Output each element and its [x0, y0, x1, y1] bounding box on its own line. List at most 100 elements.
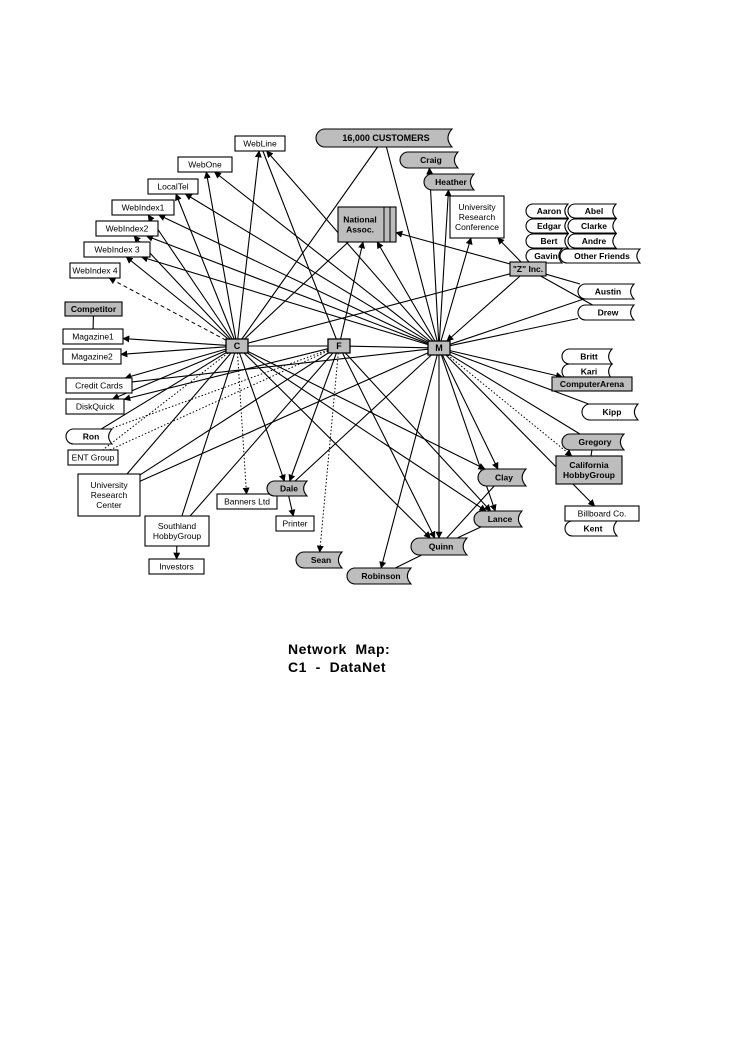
edge-m-webone — [214, 171, 431, 342]
node-shape-clay — [477, 468, 528, 487]
edge-m-robinson — [379, 354, 438, 569]
node-c: C — [225, 338, 249, 354]
node-label-line: University — [458, 202, 496, 212]
node-shape-customers — [315, 128, 454, 148]
node-webone: WebOne — [177, 156, 233, 173]
node-shape-magazine1 — [62, 328, 124, 345]
edge-m-webline — [266, 150, 434, 342]
edge-c-quinn — [243, 352, 431, 539]
edge-m-webindex3 — [140, 255, 429, 346]
node-label-line: Magazine1 — [72, 332, 114, 342]
node-label-line: Andre — [582, 236, 607, 246]
edge-m-dale — [294, 354, 432, 482]
node-label-customers: 16,000 CUSTOMERS — [342, 133, 429, 143]
node-shape-sean — [295, 551, 344, 569]
edge-quinn-robinson — [395, 554, 422, 569]
caption-title: Network Map: — [288, 641, 391, 657]
edge-f-sean — [316, 352, 339, 553]
node-label-billboard: Billboard Co. — [578, 509, 627, 519]
node-shape-webindex4 — [69, 262, 121, 279]
node-magazine1: Magazine1 — [62, 328, 124, 345]
node-label-gregory: Gregory — [578, 437, 611, 447]
node-sean: Sean — [295, 551, 344, 569]
node-shape-printer — [275, 515, 315, 532]
node-label-line: Gregory — [578, 437, 611, 447]
node-label-webindex2: WebIndex2 — [106, 224, 149, 234]
node-webindex2: WebIndex2 — [95, 220, 159, 237]
edge-m-customers — [385, 146, 438, 342]
node-label-line: Kari — [581, 367, 598, 377]
node-label-line: Quinn — [429, 542, 454, 552]
node-gavin: Gavin — [525, 248, 564, 264]
node-britt: Britt — [561, 348, 614, 365]
edge-c-clay — [247, 351, 486, 470]
node-zinc: "Z" Inc. — [509, 261, 547, 277]
node-shape-drew — [577, 304, 636, 321]
node-label-line: Dale — [280, 484, 298, 494]
node-label-kipp: Kipp — [603, 407, 622, 417]
edge-m-craig — [426, 167, 440, 342]
node-shape-computerarena — [551, 376, 633, 392]
edge-dale-printer — [288, 495, 296, 517]
node-label-abel: Abel — [585, 206, 603, 216]
node-label-austin: Austin — [595, 287, 621, 297]
edge-f-webline — [262, 150, 337, 340]
node-clarke: Clarke — [567, 218, 618, 234]
edge-f-m — [349, 345, 429, 349]
edge-m-clay — [441, 354, 499, 470]
node-aaron: Aaron — [525, 203, 570, 219]
node-label-entgroup: ENT Group — [72, 453, 115, 463]
node-label-drew: Drew — [598, 308, 619, 318]
node-label-line: Kipp — [603, 407, 622, 417]
node-label-line: Gavin — [534, 251, 558, 261]
node-creditcards: Credit Cards — [65, 377, 133, 394]
node-label-gavin: Gavin — [534, 251, 558, 261]
edge-c-bannersltd — [237, 352, 250, 495]
node-label-clarke: Clarke — [581, 221, 607, 231]
node-drew: Drew — [577, 304, 636, 321]
node-kipp: Kipp — [581, 403, 640, 421]
node-label-line: Assoc. — [346, 224, 374, 234]
edges-layer — [92, 146, 596, 569]
node-label-diskquick: DiskQuick — [76, 402, 115, 412]
node-label-line: Banners Ltd — [224, 497, 270, 507]
node-label-line: Clay — [495, 473, 513, 483]
edge-c-dale — [238, 352, 286, 482]
node-label-line: University — [90, 480, 128, 490]
node-label-line: WebIndex 3 — [94, 245, 139, 255]
node-shape-magazine2 — [62, 348, 122, 365]
node-label-webone: WebOne — [188, 160, 222, 170]
node-shape-m — [427, 340, 451, 356]
node-heather: Heather — [423, 173, 476, 191]
node-label-otherfriends: Other Friends — [574, 251, 630, 261]
edge-f-southland — [189, 352, 334, 517]
node-shape-gregory — [561, 433, 626, 451]
edge-m-kipp — [449, 351, 589, 405]
node-label-craig: Craig — [420, 155, 442, 165]
node-shape-competitor — [64, 301, 123, 317]
edge-f-quinn — [342, 352, 436, 539]
node-label-line: WebLine — [243, 139, 277, 149]
edge-zinc-m — [446, 275, 521, 342]
edge-c-customers — [241, 146, 379, 340]
node-shape-bert — [525, 233, 570, 249]
node-label-dale: Dale — [280, 484, 298, 494]
node-webindex3: WebIndex 3 — [83, 241, 151, 258]
edge-m-urc — [139, 352, 429, 482]
edge-c-ron — [101, 352, 227, 430]
node-shape-localtel — [147, 178, 199, 195]
edge-f-urc — [139, 352, 329, 476]
node-label-robinson: Robinson — [361, 571, 400, 581]
node-label-line: Aaron — [537, 206, 562, 216]
edge-m-national — [376, 241, 436, 342]
caption-subtitle: C1 - DataNet — [288, 659, 387, 675]
edge-zinc-austin — [545, 273, 581, 285]
node-shape-urconf — [449, 195, 505, 239]
edge-m-heather — [438, 189, 452, 342]
node-label-line: Abel — [585, 206, 603, 216]
